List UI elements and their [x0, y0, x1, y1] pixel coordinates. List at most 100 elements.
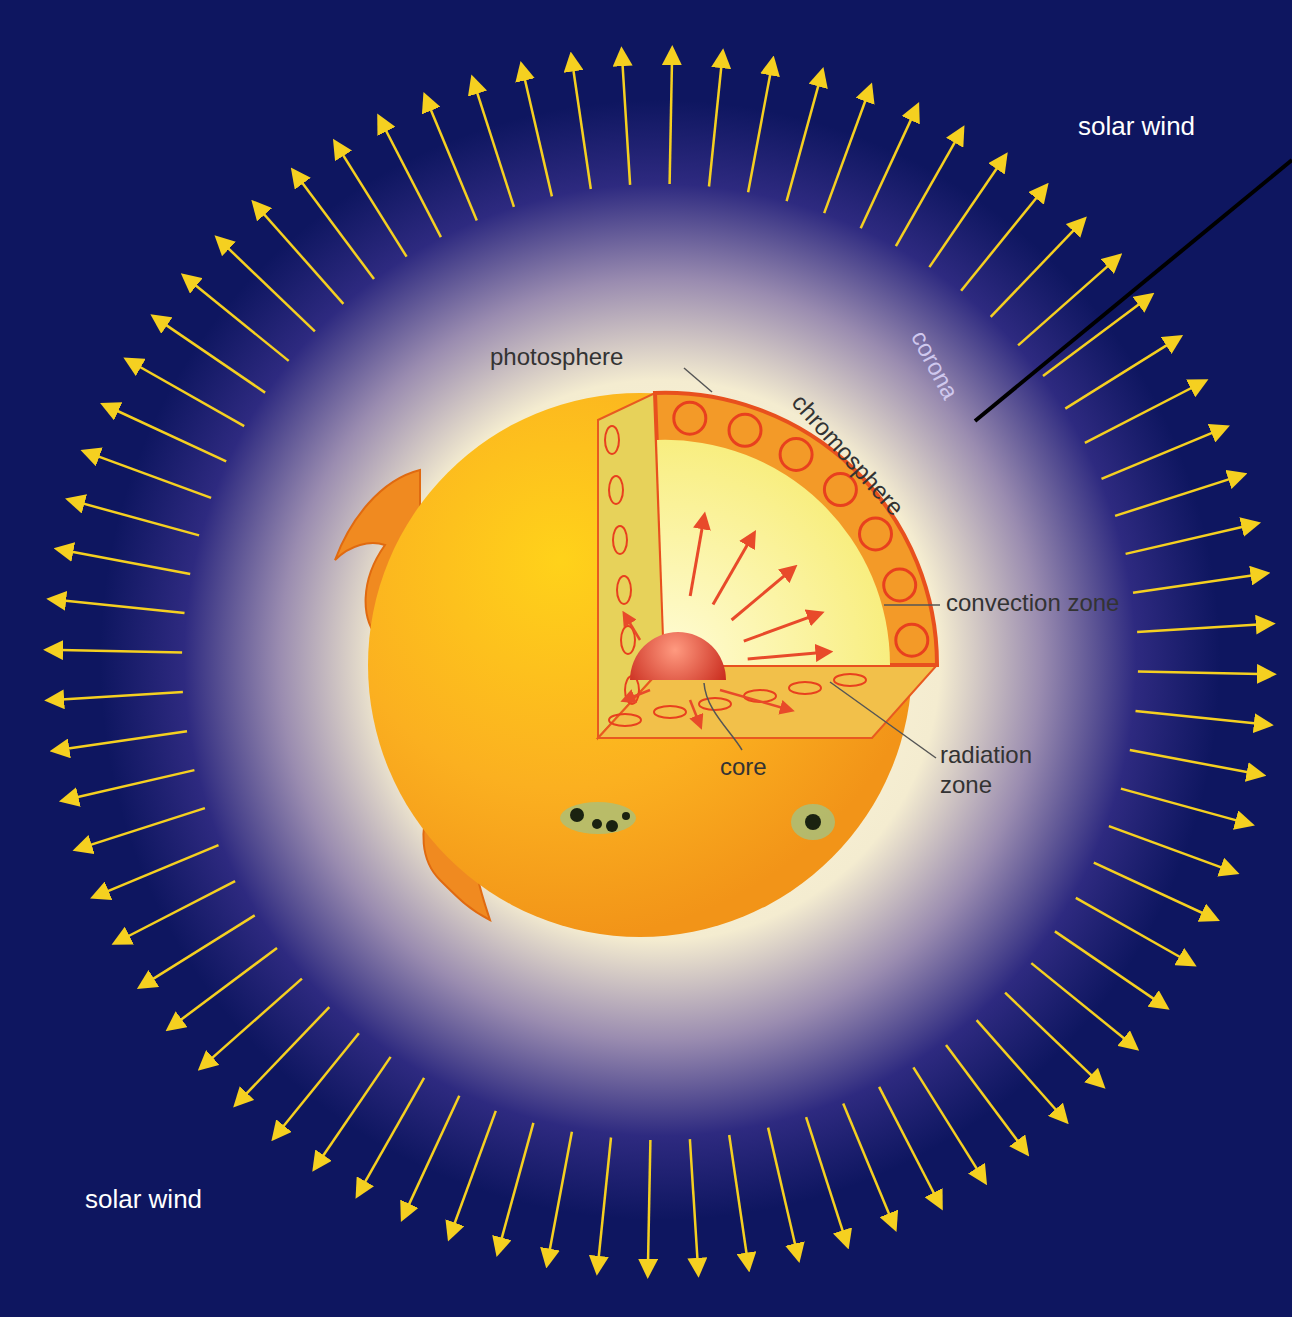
wind-arrow	[879, 1087, 940, 1206]
leader-lines	[684, 368, 940, 758]
radiation-arrow	[625, 690, 650, 700]
wind-arrow	[1102, 427, 1226, 478]
wind-arrow	[748, 61, 773, 193]
core	[630, 632, 726, 680]
wind-arrow	[105, 405, 227, 461]
convection-cell	[674, 402, 706, 434]
wind-arrow	[729, 1135, 748, 1268]
radiation-arrow	[690, 700, 700, 725]
convection-cell	[654, 706, 686, 718]
wind-arrow	[336, 143, 407, 257]
sunspots	[560, 802, 835, 840]
radiation-arrow	[732, 569, 793, 620]
wind-arrow	[1121, 789, 1250, 825]
wind-arrow	[218, 239, 315, 332]
wind-arrow	[861, 107, 917, 229]
wind-arrow	[64, 770, 195, 800]
wind-arrow	[787, 72, 823, 201]
convection-cell	[609, 714, 641, 726]
region-label: solar wind	[85, 1183, 202, 1216]
pointer-line	[975, 160, 1292, 421]
layer-label: convection zone	[946, 588, 1121, 618]
wind-arrow	[77, 808, 205, 849]
wind-arrow	[1109, 826, 1235, 872]
wind-arrow	[1115, 475, 1243, 516]
wind-arrow	[380, 118, 441, 237]
wind-arrow	[991, 220, 1084, 317]
wind-arrow	[1094, 863, 1216, 919]
wind-arrow	[1130, 750, 1262, 775]
convection-cell	[617, 576, 631, 604]
radiation-arrows	[625, 517, 827, 725]
wind-arrow	[1137, 624, 1271, 632]
layer-label: core	[720, 752, 767, 782]
wind-arrow	[1005, 993, 1102, 1086]
wind-arrow	[670, 50, 673, 184]
wind-arrow	[116, 881, 235, 942]
wind-arrow	[425, 97, 476, 221]
convection-cell	[896, 624, 928, 656]
wind-arrow	[806, 1117, 847, 1245]
wind-arrow	[843, 1104, 894, 1228]
wind-arrow	[450, 1111, 496, 1237]
wind-arrow	[1126, 524, 1257, 554]
wind-arrow	[55, 731, 188, 750]
convection-cell	[609, 476, 623, 504]
wind-arrow	[913, 1067, 984, 1181]
radiation-arrow	[713, 535, 753, 604]
wind-arrow	[1065, 338, 1179, 409]
convection-cell	[789, 682, 821, 694]
wind-arrow	[95, 845, 219, 896]
layer-label: photosphere	[490, 342, 623, 372]
wind-arrow	[1043, 296, 1150, 376]
convection-cells	[605, 402, 928, 726]
wind-arrow	[85, 452, 211, 498]
wind-arrow	[1031, 963, 1135, 1047]
wind-arrow	[571, 57, 590, 190]
convection-cell	[729, 414, 761, 446]
radiation-arrow	[625, 615, 640, 640]
wind-arrow	[648, 1140, 651, 1274]
wind-arrow	[622, 51, 630, 185]
wind-arrow	[824, 87, 870, 213]
wind-arrow	[185, 277, 289, 361]
convection-cell	[780, 439, 812, 471]
wind-arrow	[896, 130, 962, 247]
wind-arrow	[1138, 672, 1272, 675]
radiation-arrow	[690, 517, 704, 596]
wind-arrow	[498, 1123, 534, 1252]
convection-cell	[605, 426, 619, 454]
wind-arrow	[237, 1007, 330, 1104]
radiation-arrow	[748, 652, 828, 659]
convection-cell	[613, 526, 627, 554]
wind-arrow	[358, 1078, 424, 1195]
wind-arrow	[48, 650, 182, 653]
wind-arrow	[709, 53, 723, 186]
wind-arrow	[768, 1128, 798, 1259]
convection-cell	[699, 698, 731, 710]
wind-arrow	[961, 187, 1045, 291]
wind-arrow	[946, 1045, 1026, 1152]
corona-glow	[100, 100, 1220, 1220]
radiation-arrow	[744, 614, 819, 641]
wind-arrow	[51, 599, 184, 613]
wind-arrow	[522, 66, 552, 197]
wind-arrow	[1076, 898, 1193, 964]
wind-arrow	[473, 79, 514, 207]
region-label: solar wind	[1078, 110, 1195, 143]
radiation-arrow	[720, 690, 790, 710]
wind-arrow	[275, 1033, 359, 1137]
wind-arrow	[547, 1132, 572, 1264]
convection-zone	[655, 393, 937, 665]
wind-arrow	[597, 1138, 611, 1271]
convection-cell	[884, 569, 916, 601]
wind-arrow	[1133, 573, 1266, 592]
wind-arrow	[403, 1096, 459, 1218]
wind-arrow	[294, 172, 374, 279]
wind-arrow	[49, 692, 183, 700]
wind-arrow	[1085, 382, 1204, 443]
wind-arrow	[141, 915, 255, 986]
